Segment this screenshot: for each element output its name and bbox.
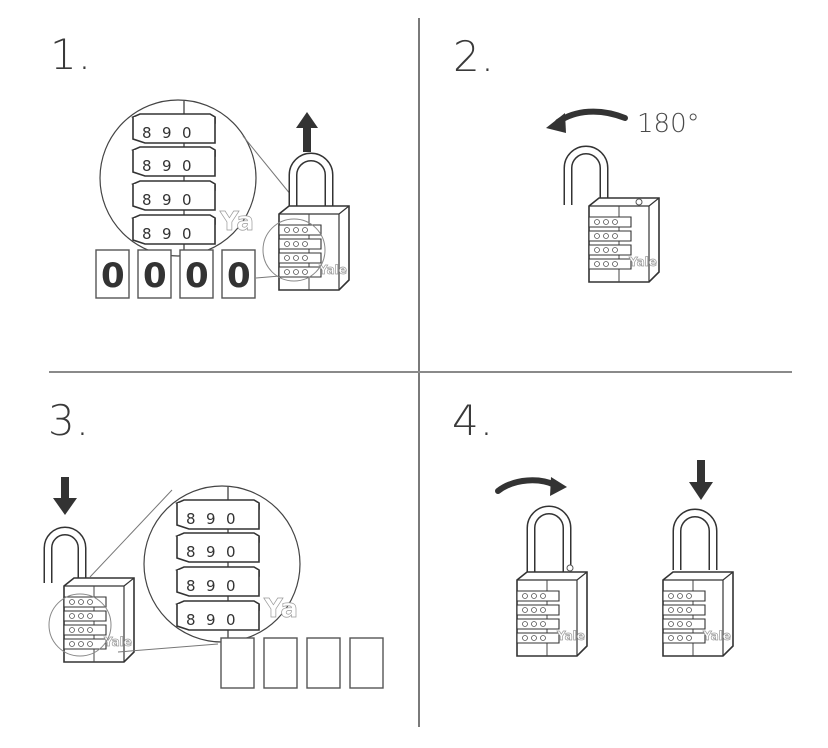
svg-text:0: 0: [226, 543, 236, 561]
code-digit: 0: [101, 256, 125, 296]
svg-text:9: 9: [206, 510, 216, 528]
code-boxes: [95, 249, 256, 299]
svg-text:9: 9: [206, 543, 216, 561]
step-4-number: 4.: [452, 396, 495, 445]
code-digit: 0: [185, 256, 209, 296]
zoom-brand-label: Ya: [263, 594, 298, 624]
svg-text:9: 9: [206, 577, 216, 595]
svg-text:0: 0: [226, 510, 236, 528]
svg-text:8: 8: [186, 611, 196, 629]
code-boxes-empty: [220, 637, 384, 689]
svg-text:0: 0: [226, 577, 236, 595]
svg-text:8: 8: [186, 543, 196, 561]
svg-text:8: 8: [142, 191, 152, 209]
svg-text:8: 8: [186, 577, 196, 595]
svg-text:8: 8: [142, 157, 152, 175]
step-2-illustration: 180°: [546, 108, 700, 282]
padlock-right-closed: [663, 508, 733, 656]
padlock-left: [517, 505, 587, 656]
arrow-down-icon: [53, 477, 77, 515]
code-digit: 0: [227, 256, 251, 296]
svg-text:0: 0: [182, 191, 192, 209]
step-1-number: 1.: [50, 30, 93, 79]
rotate-back-arrow-icon: [495, 477, 567, 496]
svg-text:0: 0: [182, 124, 192, 142]
zoomed-dials: [131, 113, 216, 245]
svg-text:0: 0: [182, 225, 192, 243]
svg-text:8: 8: [186, 510, 196, 528]
svg-text:9: 9: [162, 157, 172, 175]
arrow-up-icon: [296, 112, 318, 152]
svg-text:9: 9: [162, 225, 172, 243]
arrow-down-icon: [689, 460, 713, 500]
svg-text:0: 0: [226, 611, 236, 629]
svg-text:9: 9: [162, 124, 172, 142]
svg-text:8: 8: [142, 124, 152, 142]
svg-text:8: 8: [142, 225, 152, 243]
padlock: [262, 152, 349, 290]
rotate-arrow-icon: [546, 108, 628, 133]
padlock-open: [563, 145, 659, 282]
svg-text:9: 9: [162, 191, 172, 209]
code-digit: 0: [143, 256, 167, 296]
zoomed-dials: [175, 499, 260, 631]
rotation-label: 180°: [637, 109, 700, 139]
step-3-number: 3.: [48, 396, 91, 445]
svg-text:9: 9: [206, 611, 216, 629]
svg-text:0: 0: [182, 157, 192, 175]
horizontal-divider: [49, 371, 792, 373]
zoom-brand-label: Ya: [219, 207, 254, 237]
step-4-illustration: [495, 460, 733, 656]
step-2-number: 2.: [453, 32, 496, 81]
padlock-open: [43, 526, 134, 662]
